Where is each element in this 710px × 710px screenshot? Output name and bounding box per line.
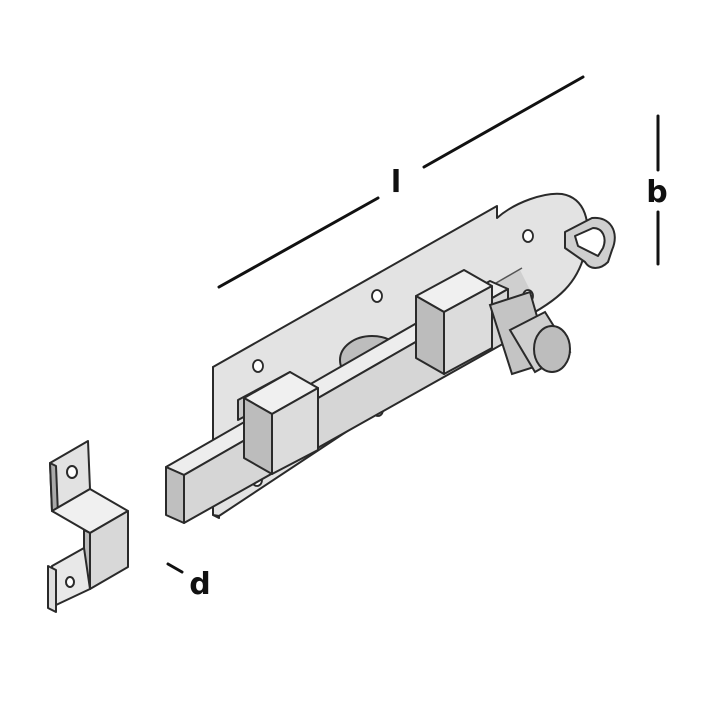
guide-left-side	[243, 397, 273, 475]
hole-icon	[371, 289, 383, 303]
length-dim-line-lower	[217, 196, 380, 289]
guide-left	[237, 371, 319, 475]
keeper-hole-icon	[65, 576, 75, 588]
length-dim-line-upper	[422, 75, 585, 169]
guide-right-side	[415, 295, 445, 375]
keeper-hole-icon	[66, 465, 78, 479]
dimension-lines	[166, 75, 660, 574]
bolt-knob	[488, 290, 572, 376]
bar-end	[165, 466, 185, 524]
height-label: b	[646, 175, 667, 210]
length-label: l	[391, 165, 401, 200]
hole-icon	[522, 229, 534, 243]
depth-label: d	[189, 567, 210, 602]
knob-cap	[533, 325, 571, 373]
hole-icon	[252, 359, 264, 373]
keeper-staple	[47, 440, 129, 613]
slot-guide	[564, 216, 616, 269]
guide-right	[415, 269, 493, 375]
keeper-bottom-flange	[47, 565, 57, 613]
keeper-top-flange-edge	[49, 462, 59, 515]
depth-dim-line	[166, 562, 184, 574]
slot-guide-inner	[574, 227, 606, 257]
